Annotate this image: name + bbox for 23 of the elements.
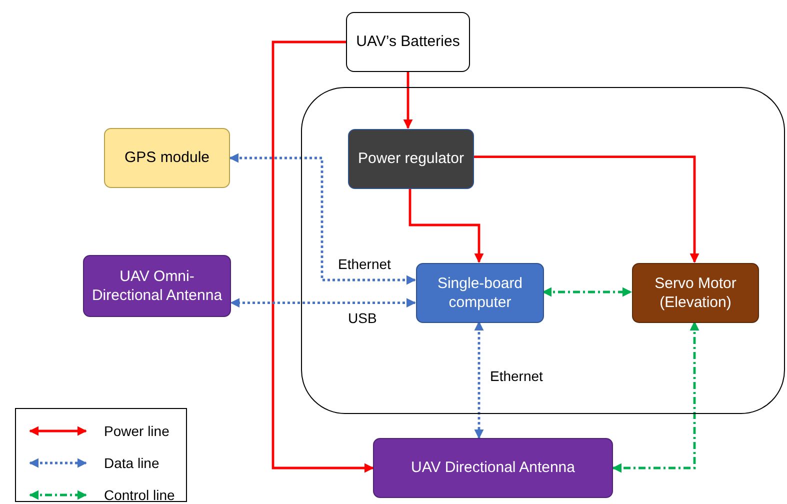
arrow <box>272 40 374 473</box>
process-box: Power regulator <box>348 129 474 189</box>
process-box: GPS module <box>104 128 230 188</box>
edge-label: Ethernet <box>336 256 393 272</box>
arrow <box>408 188 484 263</box>
process-box: Single-board computer <box>416 263 544 323</box>
arrow <box>542 287 632 297</box>
process-box: UAV Omni-Directional Antenna <box>83 255 231 317</box>
process-box: UAV’s Batteries <box>346 12 470 72</box>
arrow <box>230 298 416 308</box>
container-frame <box>301 87 785 414</box>
arrow <box>612 321 700 473</box>
process-box: Servo Motor (Elevation) <box>632 263 759 323</box>
legend-label: Power line <box>104 423 170 439</box>
arrow <box>474 321 484 439</box>
edge-label: Ethernet <box>488 368 545 384</box>
edge-label: USB <box>346 310 379 326</box>
arrow <box>473 156 700 263</box>
process-box: UAV Directional Antenna <box>373 438 613 498</box>
arrow <box>403 72 413 129</box>
arrow <box>229 153 416 285</box>
legend-label: Control line <box>104 487 175 503</box>
legend-label: Data line <box>104 455 160 471</box>
